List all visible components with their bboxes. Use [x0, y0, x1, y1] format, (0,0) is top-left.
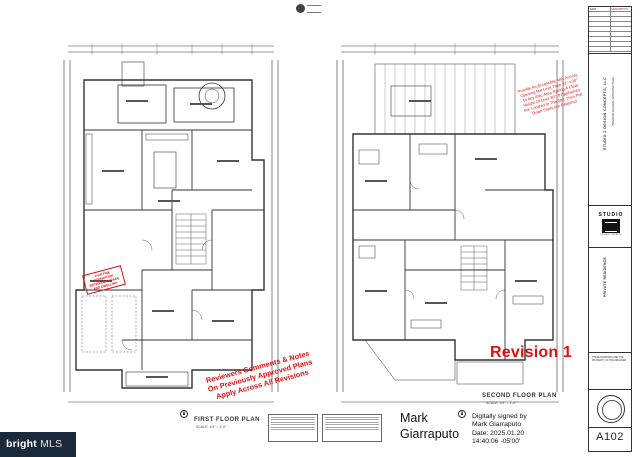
second-floor-title: SECOND FLOOR PLAN	[482, 393, 557, 399]
first-floor-title: FIRST FLOOR PLAN	[194, 417, 260, 423]
logo-word: STUDIO	[598, 212, 624, 218]
approval-stamp	[296, 3, 322, 15]
revision-desc-cell: DESCRIPTION	[609, 7, 632, 11]
signature-line-4: 14:40:06 -05'00'	[472, 438, 521, 446]
revision-desc-cell	[609, 17, 632, 21]
stamp-text-lines	[307, 5, 321, 13]
title-block-divider	[589, 352, 631, 353]
title-block-divider	[589, 427, 631, 428]
first-floor-drawing	[63, 43, 279, 403]
title-block: DATE DESCRIPTION STUDIO Z DESIGN CONCEPTS…	[588, 6, 632, 452]
title-block-divider	[589, 389, 631, 390]
second-floor-drawing	[336, 43, 564, 403]
second-floor-plan	[335, 40, 565, 410]
bright-mls-watermark: bright MLS	[0, 432, 76, 457]
revision-desc-cell	[609, 32, 632, 36]
north-arrow-icon	[458, 410, 466, 418]
digital-signature-block: Digitally signed by Mark Giarraputo Date…	[472, 413, 527, 447]
studio-z-logo: STUDIO DESIGN CONCEPTS	[595, 212, 627, 236]
revision-row	[589, 12, 631, 17]
revision-row	[589, 17, 631, 22]
first-floor-plan	[62, 40, 280, 410]
revision-desc-cell	[609, 37, 632, 41]
revision-date-cell	[589, 32, 610, 36]
revision-date-cell	[589, 42, 610, 46]
logo-subtitle: DESIGN CONCEPTS	[600, 234, 622, 236]
signature-line-3: Date: 2025.01.20	[472, 429, 525, 437]
revision-table: DATE DESCRIPTION	[589, 7, 631, 52]
title-block-divider	[589, 53, 631, 54]
revision-row	[589, 32, 631, 37]
north-arrow-icon	[180, 410, 188, 418]
revision-date-cell	[589, 17, 610, 21]
signature-name: Mark Giarraputo	[400, 411, 460, 441]
revision-date-cell	[589, 47, 610, 51]
watermark-suffix: MLS	[40, 438, 63, 450]
revision-desc-cell	[609, 42, 632, 46]
revision-row	[589, 22, 631, 27]
title-block-divider	[589, 247, 631, 248]
revision-label: Revision 1	[490, 344, 573, 361]
ownership-note: THESE DRAWINGS ARE THE PROPERTY OF THE D…	[592, 357, 627, 362]
second-floor-scale: SCALE: 1/4" = 1'-0"	[486, 401, 517, 405]
revision-desc-cell	[609, 22, 632, 26]
project-name: PRIVATE RESIDENCE	[603, 257, 607, 298]
revision-desc-cell	[609, 47, 632, 51]
signature-line-2: Mark Giarraputo	[472, 421, 522, 429]
revision-desc-cell	[609, 12, 632, 16]
revision-row	[589, 27, 631, 32]
professional-seal-icon	[597, 395, 625, 423]
watermark-brand: bright	[6, 438, 37, 450]
firm-name: STUDIO Z DESIGN CONCEPTS, LLC	[603, 77, 607, 151]
revision-date-cell	[589, 37, 610, 41]
revision-row	[589, 37, 631, 42]
firm-address: INTERIOR DESIGN / ARCHITECTURE	[611, 77, 615, 126]
revision-desc-cell	[609, 27, 632, 31]
revision-row	[589, 42, 631, 47]
general-notes-box	[268, 414, 318, 442]
revision-row	[589, 47, 631, 52]
stamp-seal-icon	[296, 4, 305, 13]
title-block-divider	[589, 205, 631, 206]
sheet-number: A102	[596, 431, 624, 443]
revision-row: DATE DESCRIPTION	[589, 7, 631, 12]
logo-z-icon	[602, 219, 620, 233]
revision-date-cell: DATE	[590, 8, 597, 11]
revision-date-cell	[589, 12, 610, 16]
signature-line-1: Digitally signed by	[472, 413, 527, 420]
first-floor-scale: SCALE: 1/4" = 1'-0"	[196, 425, 227, 429]
revision-date-cell	[589, 22, 610, 26]
revision-date-cell	[589, 27, 610, 31]
legend-notes-box	[322, 414, 382, 442]
